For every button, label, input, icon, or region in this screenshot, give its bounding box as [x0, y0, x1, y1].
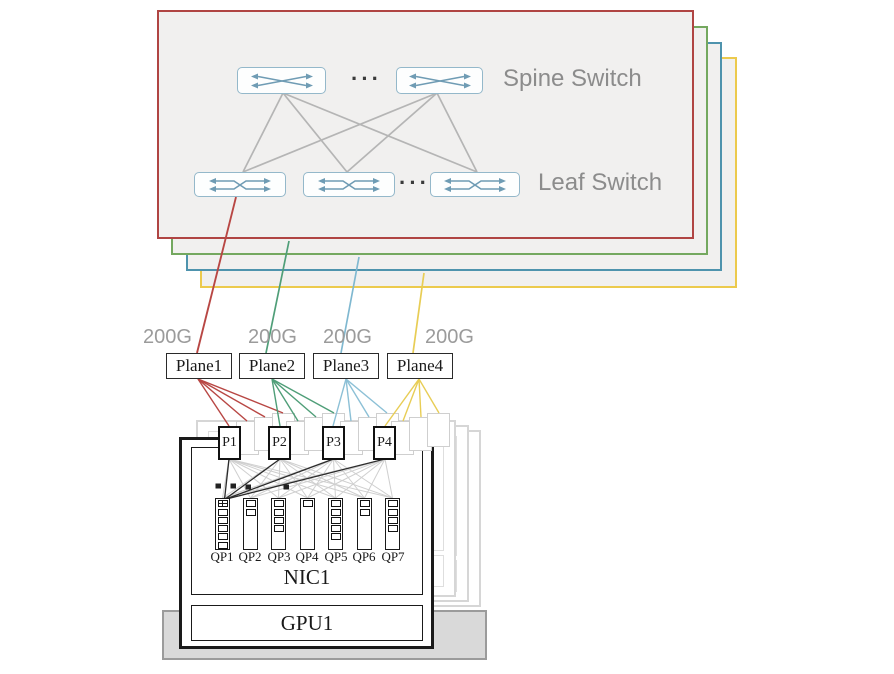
queued-packet	[245, 500, 256, 508]
leaf-switch-label: Leaf Switch	[538, 169, 663, 196]
nic-label: NIC1	[283, 565, 331, 589]
port-p2: P2	[268, 426, 291, 460]
queued-packet	[387, 516, 398, 524]
plane-box-4: Plane4	[387, 353, 453, 379]
qp-label-2: QP2	[238, 549, 262, 564]
port-p1: P1	[218, 426, 241, 460]
qp-slot-2	[243, 498, 258, 550]
queued-packet	[273, 525, 284, 533]
queued-packet	[359, 500, 370, 508]
port-p4: P4	[373, 426, 396, 460]
qp-label-5: QP5	[324, 549, 348, 564]
queued-packet	[387, 508, 398, 516]
queued-packet	[217, 533, 228, 541]
qp-slot-7	[385, 498, 400, 550]
gpu-label: GPU1	[280, 610, 334, 635]
queued-packet	[330, 516, 341, 524]
leaf-switch-icon	[209, 177, 271, 192]
queued-packet	[245, 508, 256, 516]
leaf-switch-2	[303, 172, 395, 197]
spine-switch-icon	[408, 73, 471, 88]
link-speed-label-4: 200G	[425, 326, 474, 348]
leaf-ellipsis: ···	[399, 170, 430, 195]
ghost-port	[427, 413, 450, 447]
spine-switch-icon	[250, 73, 313, 88]
queued-packet	[273, 508, 284, 516]
plane-box-3: Plane3	[313, 353, 379, 379]
qp-label-3: QP3	[267, 549, 291, 564]
link-speed-label-1: 200G	[143, 326, 192, 348]
leaf-switch-icon	[318, 177, 380, 192]
leaf-switch-3	[430, 172, 520, 197]
fabric-plane-panel-1	[157, 10, 694, 239]
qp-label-4: QP4	[295, 549, 319, 564]
leaf-switch-1	[194, 172, 286, 197]
queued-packet	[302, 500, 313, 508]
link-speed-label-3: 200G	[323, 326, 372, 348]
qp-slot-3	[271, 498, 286, 550]
qp-label-6: QP6	[352, 549, 376, 564]
qp-slot-6	[357, 498, 372, 550]
qp-slot-4	[300, 498, 315, 550]
queued-packet	[217, 525, 228, 533]
queued-packet	[330, 533, 341, 541]
qp-slot-1	[215, 498, 230, 550]
spine-switch-2	[396, 67, 483, 94]
queued-packet	[387, 525, 398, 533]
port-p3: P3	[322, 426, 345, 460]
queued-packet	[273, 500, 284, 508]
queued-packet	[273, 516, 284, 524]
queued-packet	[359, 508, 370, 516]
spine-ellipsis: ···	[351, 66, 382, 91]
qp-label-1: QP1	[210, 549, 234, 564]
spine-switch-1	[237, 67, 326, 94]
plane-box-2: Plane2	[239, 353, 305, 379]
qp-slot-5	[328, 498, 343, 550]
leaf-switch-icon	[444, 177, 506, 192]
spine-switch-label: Spine Switch	[503, 65, 642, 92]
queued-packet-crossed	[217, 500, 228, 508]
queued-packet	[330, 500, 341, 508]
queued-packet	[217, 541, 228, 549]
queued-packet	[330, 525, 341, 533]
plane-box-1: Plane1	[166, 353, 232, 379]
qp-label-7: QP7	[381, 549, 405, 564]
link-speed-label-2: 200G	[248, 326, 297, 348]
queued-packet	[387, 500, 398, 508]
gpu-box: GPU1	[191, 605, 423, 641]
queued-packet	[217, 516, 228, 524]
queued-packet	[330, 508, 341, 516]
queued-packet	[217, 508, 228, 516]
